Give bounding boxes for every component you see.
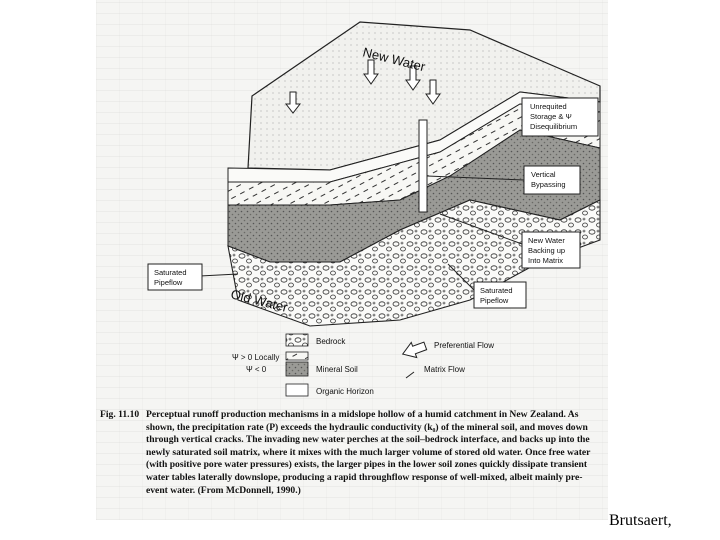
legend-swatch-organic (285, 383, 309, 397)
rain-arrows (284, 59, 441, 114)
callout-unrequited: Unrequited Storage & Ψ Disequilibrium (521, 97, 599, 137)
callout-vertical-line2: Bypassing (531, 180, 566, 189)
callout-vertical: Vertical Bypassing (426, 165, 581, 195)
legend-organic: Organic Horizon (316, 387, 374, 396)
legend-swatch-mineral (285, 361, 309, 377)
callout-unrequited-line2: Storage & Ψ (530, 112, 572, 121)
callout-backing: New Water Backing up Into Matrix (439, 213, 581, 269)
legend-swatch-bedrock (285, 333, 309, 347)
legend-bedrock: Bedrock (316, 337, 346, 346)
legend-mineral-soil: Mineral Soil (316, 365, 358, 374)
callout-saturated-left: Saturated Pipeflow (147, 263, 239, 291)
callout-saturated-left-line2: Pipeflow (154, 278, 183, 287)
callout-unrequited-line1: Unrequited (530, 102, 567, 111)
legend: Bedrock Ψ > 0 Locally Ψ < 0 Mineral Soil… (232, 333, 494, 397)
caption-text: Perceptual runoff production mechanisms … (146, 409, 591, 496)
credit-text: Brutsaert, (609, 512, 672, 529)
legend-psi-pos: Ψ > 0 Locally (232, 353, 279, 362)
caption-label: Fig. 11.10 (100, 409, 140, 420)
callout-saturated-left-line1: Saturated (154, 268, 187, 277)
matrix-flow-arrow-icon (405, 371, 415, 379)
legend-preferential: Preferential Flow (434, 341, 494, 350)
callout-backing-line3: Into Matrix (528, 256, 563, 265)
legend-matrix: Matrix Flow (424, 365, 465, 374)
figure-caption: Fig. 11.10 Perceptual runoff production … (100, 409, 600, 497)
vertical-crack (418, 119, 428, 213)
legend-swatch-psi-pos (285, 351, 309, 361)
callout-saturated-right-line2: Pipeflow (480, 296, 509, 305)
legend-psi-neg: Ψ < 0 (246, 365, 267, 374)
callout-unrequited-line3: Disequilibrium (530, 122, 577, 131)
callout-vertical-line1: Vertical (531, 170, 556, 179)
callout-saturated-right: Saturated Pipeflow (447, 263, 527, 309)
callout-backing-line1: New Water (528, 236, 565, 245)
callout-saturated-right-line1: Saturated (480, 286, 513, 295)
bedrock-block (227, 199, 601, 327)
preferential-flow-arrow-icon (401, 341, 428, 359)
callout-backing-line2: Backing up (528, 246, 565, 255)
